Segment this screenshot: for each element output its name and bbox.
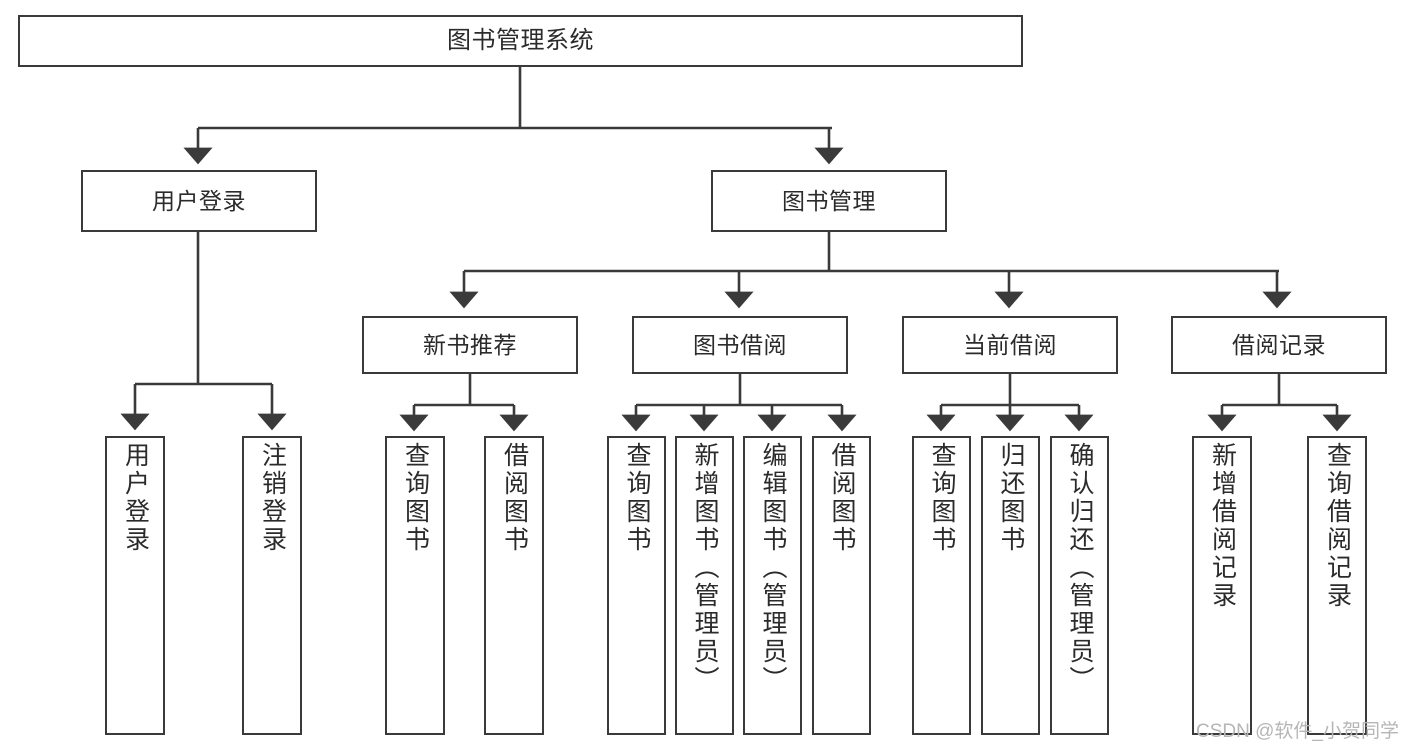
leaf-current-query-book[interactable]: 查询图书 (912, 436, 971, 735)
node-borrow-record[interactable]: 借阅记录 (1171, 316, 1387, 374)
node-label: 查询图书 (928, 442, 956, 554)
node-label: 图书借阅 (693, 331, 787, 358)
leaf-record-add-record[interactable]: 新增借阅记录 (1192, 436, 1252, 735)
node-label: 归还图书 (997, 442, 1025, 554)
node-new-book-recommend[interactable]: 新书推荐 (362, 316, 578, 374)
leaf-recommend-borrow-book[interactable]: 借阅图书 (484, 436, 544, 735)
node-label: 借阅记录 (1232, 331, 1326, 358)
node-label: 用户登录 (152, 187, 246, 214)
leaf-user-logout[interactable]: 注销登录 (242, 436, 302, 735)
node-label: 新增借阅记录 (1208, 442, 1237, 610)
leaf-borrow-edit-book-admin[interactable]: 编辑图书（管理员） (743, 436, 802, 735)
leaf-current-confirm-return-admin[interactable]: 确认归还（管理员） (1050, 436, 1109, 735)
node-label: 借阅图书 (828, 442, 856, 554)
node-root-system[interactable]: 图书管理系统 (18, 15, 1023, 67)
leaf-borrow-query-book[interactable]: 查询图书 (607, 436, 666, 735)
leaf-record-query-record[interactable]: 查询借阅记录 (1307, 436, 1367, 735)
leaf-user-login[interactable]: 用户登录 (105, 436, 165, 735)
node-label: 查询图书 (623, 442, 651, 554)
leaf-borrow-add-book-admin[interactable]: 新增图书（管理员） (675, 436, 734, 735)
node-label: 用户登录 (121, 442, 150, 554)
node-current-borrow[interactable]: 当前借阅 (902, 316, 1118, 374)
node-book-borrow[interactable]: 图书借阅 (632, 316, 848, 374)
node-user-login[interactable]: 用户登录 (81, 170, 317, 232)
node-label: 新书推荐 (423, 331, 517, 358)
node-label: 借阅图书 (500, 442, 529, 554)
node-label: 编辑图书（管理员） (759, 442, 787, 694)
leaf-current-return-book[interactable]: 归还图书 (981, 436, 1040, 735)
leaf-borrow-borrow-book[interactable]: 借阅图书 (812, 436, 871, 735)
node-label: 确认归还（管理员） (1066, 442, 1094, 694)
node-label: 注销登录 (258, 442, 287, 554)
node-label: 图书管理系统 (447, 27, 594, 55)
node-label: 查询图书 (401, 442, 430, 554)
node-label: 当前借阅 (963, 331, 1057, 358)
node-label: 图书管理 (782, 187, 876, 214)
leaf-recommend-query-book[interactable]: 查询图书 (385, 436, 445, 735)
node-label: 查询借阅记录 (1323, 442, 1352, 610)
node-label: 新增图书（管理员） (691, 442, 719, 694)
node-book-management[interactable]: 图书管理 (711, 170, 947, 232)
